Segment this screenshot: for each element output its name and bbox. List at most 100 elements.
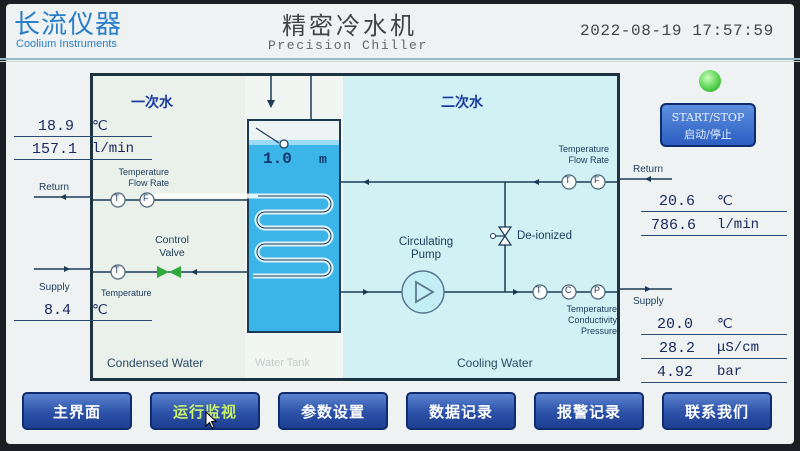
secondary-zone [343,76,617,378]
pressure-unit: bar [717,364,743,380]
left-return-flow-value: 157.1 [32,141,78,158]
field-underline [14,320,152,321]
header-divider-2 [0,61,800,62]
field-underline [14,136,152,137]
sec-return-arrow-2 [533,179,539,185]
deionizer-valve-top [497,226,513,238]
left-supply-temp-unit: ℃ [92,303,108,319]
control-valve-icon-2 [169,266,181,278]
start-stop-button[interactable]: START/STOP 启动/停止 [660,103,756,147]
right-sensors-label: Temperature Conductivity Pressure [566,304,617,336]
nav-main-button[interactable]: 主界面 [22,392,132,430]
tank-water [249,144,339,331]
page-title: 精密冷水机 [282,12,417,40]
cooling-water-label: Cooling Water [457,356,533,370]
left-supply-label: Supply [39,282,70,293]
field-underline [641,211,787,212]
tank-level-unit: m [319,152,327,167]
start-stop-cn: 启动/停止 [684,128,732,141]
sec-return-arrow-1 [363,179,369,185]
sensor-letter: C [565,285,572,295]
nav-contact-button[interactable]: 联系我们 [662,392,772,430]
sensor-letter: T [565,175,571,185]
brand-english: Coolium Instruments [16,38,117,50]
process-diagram: T F T T F T C P 一次水 二次水 1.0 m Circulatin… [90,73,620,381]
condensed-water-label: Condensed Water [107,356,204,370]
cooling-coil-outline [253,195,332,277]
right-return-temp-sensor [561,174,577,190]
float-arm [255,127,280,144]
water-tank-label: Water Tank [255,357,311,369]
right-supply-arrow [645,286,651,292]
left-stub-svg [34,194,93,272]
sensor-letter: T [114,193,120,203]
pump-play-icon [415,280,435,304]
float-ball [279,139,289,149]
left-return-flow-sensor [139,192,155,208]
left-supply-arrow [64,266,70,272]
left-supply-temp-sensor [110,264,126,280]
left-return-temp-sensor [110,192,126,208]
left-supply-temp-value: 8.4 [44,302,72,319]
right-supply-temp-unit: ℃ [717,317,733,333]
control-valve-icon [157,266,169,278]
sensor-letter: F [143,193,149,203]
right-stub-svg [617,176,672,292]
right-supply-temp-value: 20.0 [657,316,694,333]
left-return-label: Return [39,182,70,193]
deionizer-valve-bottom [497,234,513,246]
field-underline [641,235,787,236]
left-temperature-label: Temperature [101,288,152,298]
sec-supply-arrow-2 [513,289,519,295]
left-return-temp-unit: ℃ [92,119,108,135]
circulating-pump-icon [401,270,445,314]
status-led-indicator [699,70,721,92]
datetime-display: 2022-08-19 17:57:59 [580,22,774,40]
deionizer-handle [490,233,496,239]
inlet-arrow [267,100,275,108]
brand-logo-text: 长流仪器 [14,10,123,40]
left-return-arrow [60,194,66,200]
left-return-temp-value: 18.9 [38,118,75,135]
right-temp-flow-label: Temperature Flow Rate [558,144,609,165]
primary-water-label: 一次水 [131,95,173,111]
nav-parameters-button[interactable]: 参数设置 [278,392,388,430]
water-surface [249,140,339,145]
tank-level-value: 1.0 [263,150,292,168]
right-return-flow-value: 786.6 [651,217,697,234]
secondary-water-label: 二次水 [441,95,483,111]
field-underline [641,358,787,359]
start-stop-en: START/STOP [671,111,745,124]
right-return-arrow [645,176,651,182]
nav-run-monitor-button[interactable]: 运行监视 [150,392,260,430]
nav-alarm-log-button[interactable]: 报警记录 [534,392,644,430]
sensor-letter: T [536,285,542,295]
right-return-label: Return [633,164,664,175]
supply-arrow [191,269,197,275]
right-return-temp-unit: ℃ [717,194,733,210]
conductivity-sensor [561,284,577,300]
conductivity-unit: μS/cm [717,340,760,356]
field-underline [14,159,152,160]
control-valve-label: Control Valve [155,234,189,259]
sensor-letter: F [594,175,600,185]
sensor-letter: T [114,265,120,275]
deionized-label: De-ionized [517,230,572,242]
field-underline [641,382,787,383]
primary-zone [93,76,245,378]
diagram-svg [93,76,617,378]
right-return-temp-value: 20.6 [659,193,696,210]
cursor-icon [205,411,218,429]
sec-supply-arrow-1 [363,289,369,295]
field-underline [641,334,787,335]
right-supply-temp-sensor [532,284,548,300]
page-subtitle: Precision Chiller [268,38,428,53]
header-divider [0,58,800,60]
pressure-sensor [590,284,606,300]
nav-data-log-button[interactable]: 数据记录 [406,392,516,430]
sensor-letter: P [594,285,601,295]
right-supply-label: Supply [633,296,664,307]
right-return-flow-sensor [590,174,606,190]
pressure-value: 4.92 [657,364,694,381]
